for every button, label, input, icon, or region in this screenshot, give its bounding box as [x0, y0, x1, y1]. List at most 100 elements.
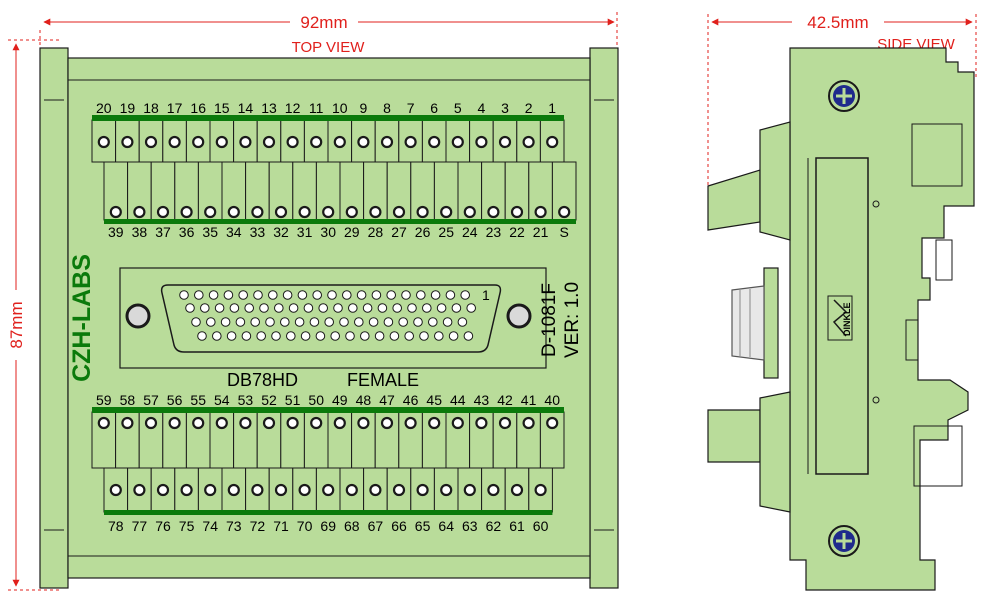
pin-label: 14	[238, 100, 254, 116]
pin-label: 40	[544, 392, 560, 408]
pin-label: 25	[438, 224, 454, 240]
connector-type-label: DB78HD	[227, 370, 298, 390]
version-label: VER: 1.0	[562, 282, 583, 358]
db-pin	[333, 303, 343, 313]
pin-label: 18	[143, 100, 159, 116]
db-pin	[436, 303, 447, 313]
screw-top	[828, 80, 860, 112]
pin-label: 3	[501, 100, 509, 116]
db-pin	[238, 290, 248, 300]
db-pin	[226, 331, 237, 341]
pin-label: 6	[430, 100, 438, 116]
dim-width-top: 92mm	[300, 13, 347, 32]
pin-label: 44	[450, 392, 466, 408]
terminal-bottom-lower-screw-hole	[392, 483, 406, 497]
terminal-top-lower-screw-hole	[463, 205, 476, 219]
terminal-top-upper-screw-hole	[144, 135, 158, 149]
pin-label: 52	[261, 392, 277, 408]
connector-gender-label: FEMALE	[347, 370, 419, 390]
terminal-top-upper-screw-hole	[192, 135, 205, 149]
terminal-top-upper-screw-hole	[475, 135, 488, 149]
db-pin	[413, 317, 423, 327]
pin-label: 20	[96, 100, 112, 116]
pin-label: 49	[332, 392, 348, 408]
pin-label: 48	[356, 392, 372, 408]
terminal-top-lower-screw-hole	[204, 205, 217, 219]
pin-label: 13	[261, 100, 277, 116]
db-pin	[312, 290, 323, 300]
db-pin	[448, 331, 459, 341]
terminal-top-upper-screw-hole	[215, 135, 228, 149]
db-pin	[300, 331, 311, 341]
terminal-top-lower-screw-hole	[227, 205, 240, 219]
db-pin	[229, 303, 240, 313]
pin-label: 60	[533, 518, 549, 534]
pin-label: 38	[132, 224, 148, 240]
db-pin	[297, 290, 308, 300]
pin-label: 5	[454, 100, 462, 116]
top-view-label: TOP VIEW	[292, 39, 366, 56]
side-terminal-top	[707, 169, 761, 231]
pin-label: 30	[320, 224, 336, 240]
pin-label: 67	[368, 518, 384, 534]
terminal-top-lower-screw-hole	[133, 205, 146, 219]
db-pin	[430, 290, 441, 300]
terminal-top-upper-screw-hole	[404, 135, 417, 149]
terminal-bottom-lower-screw-hole	[156, 483, 170, 497]
mount-hole-left	[125, 303, 151, 329]
label-bar-top-lower	[104, 219, 576, 224]
terminal-top-lower-screw-hole	[558, 205, 571, 219]
db-pin	[442, 317, 453, 327]
db-pin	[451, 303, 462, 313]
terminal-bottom-upper-screw-hole	[522, 416, 535, 430]
db-pin	[194, 290, 204, 300]
terminal-top-lower-screw-hole	[251, 205, 264, 219]
pin-label: 4	[478, 100, 486, 116]
db-pin	[253, 290, 263, 300]
pin-label: 74	[202, 518, 218, 534]
pin-label: 37	[155, 224, 171, 240]
db-pin	[197, 331, 207, 341]
db-pin	[377, 303, 388, 313]
terminal-bottom-lower-screw-hole	[227, 483, 240, 497]
db-pin	[463, 331, 474, 341]
pin-label: 63	[462, 518, 478, 534]
db-pin	[392, 303, 403, 313]
db-pin	[200, 303, 210, 313]
dinkle-logo-text: DINKLE	[842, 303, 852, 337]
pin-label: 24	[462, 224, 478, 240]
pin-label: 8	[383, 100, 391, 116]
db-pin	[235, 317, 246, 327]
terminal-top-lower-screw-hole	[109, 205, 122, 219]
db-pin	[191, 317, 201, 327]
terminal-top-lower-screw-hole	[510, 205, 524, 219]
db-pin	[223, 290, 234, 300]
db-pin	[345, 331, 355, 341]
label-bar-bottom-lower	[104, 510, 553, 515]
pin-label: 35	[202, 224, 218, 240]
side-connector-body	[731, 285, 765, 361]
terminal-bottom-upper-screw-hole	[428, 416, 441, 430]
terminal-bottom-upper-screw-hole	[168, 416, 181, 430]
pin-label: 34	[226, 224, 242, 240]
pin-label: 7	[407, 100, 415, 116]
terminal-top-upper-screw-hole	[357, 135, 370, 149]
terminal-top-upper-screw-hole	[498, 135, 512, 149]
db-pin	[466, 303, 477, 313]
pin-label: 70	[297, 518, 313, 534]
db-pin	[212, 331, 222, 341]
pin-label: 59	[96, 392, 112, 408]
db-pin	[348, 303, 358, 313]
pin-label: 53	[238, 392, 254, 408]
pin-label: 17	[167, 100, 183, 116]
terminal-bottom-upper-screw-hole	[357, 416, 370, 430]
terminal-top-lower-screw-hole	[416, 205, 429, 219]
terminal-bottom-lower-screw-hole	[133, 483, 146, 497]
db-pin	[324, 317, 335, 327]
pin-label: 41	[521, 392, 537, 408]
pin-label: 10	[332, 100, 348, 116]
terminal-top-lower-screw-hole	[322, 205, 335, 219]
